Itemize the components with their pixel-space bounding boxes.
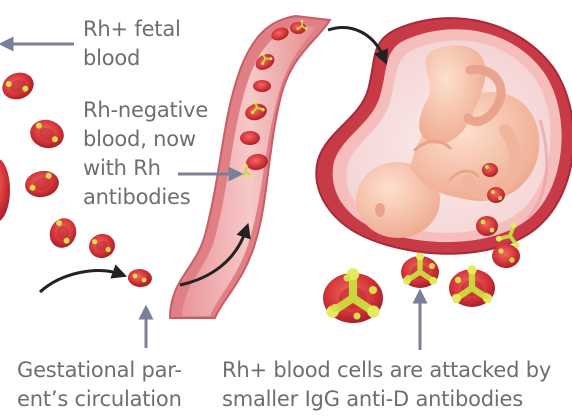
- label-fetal-blood: Rh+ fetal blood: [83, 15, 181, 73]
- label-gestational-circulation: Gestational par- ent’s circulation: [17, 356, 182, 414]
- red-blood-cell: [86, 231, 117, 261]
- red-blood-cell: [46, 214, 81, 251]
- uterus: [316, 18, 572, 254]
- red-blood-cell: [487, 187, 505, 203]
- attacked-red-blood-cell: [401, 253, 439, 288]
- red-blood-cell: [23, 168, 61, 200]
- red-blood-cell: [0, 158, 10, 222]
- attacked-red-blood-cell: [449, 265, 495, 307]
- label-antibodies: Rh-negative blood, now with Rh antibodie…: [83, 96, 208, 212]
- red-blood-cell: [482, 163, 498, 177]
- attacked-red-blood-cell: [323, 268, 383, 323]
- red-blood-cell: [476, 216, 498, 236]
- red-blood-cell: [27, 116, 67, 152]
- label-cells-attacked: Rh+ blood cells are attacked by smaller …: [222, 356, 551, 414]
- flow-arrow: [40, 271, 120, 292]
- attacked-cells: [323, 253, 495, 323]
- red-blood-cell: [0, 68, 37, 103]
